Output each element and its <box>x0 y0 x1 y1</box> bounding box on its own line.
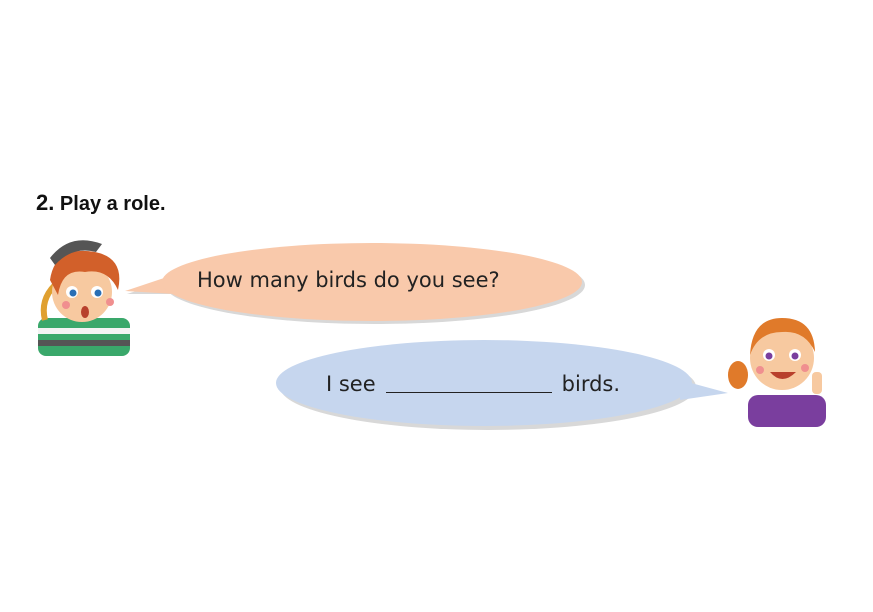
question-text: How many birds do you see? <box>197 268 500 292</box>
answer-blank[interactable] <box>385 374 552 393</box>
answer-prefix: I see <box>326 372 376 396</box>
answer-suffix: birds. <box>561 372 621 396</box>
answer-speech-bubble <box>276 340 728 430</box>
exercise-heading: 2. Play a role. <box>36 190 166 216</box>
exercise-instruction: Play a role. <box>59 193 166 215</box>
exercise-number: 2. <box>36 190 55 215</box>
question-speech-bubble <box>125 243 585 324</box>
girl-character <box>728 318 826 427</box>
answer-sentence: I see birds. <box>326 372 620 396</box>
boy-character <box>38 240 130 356</box>
